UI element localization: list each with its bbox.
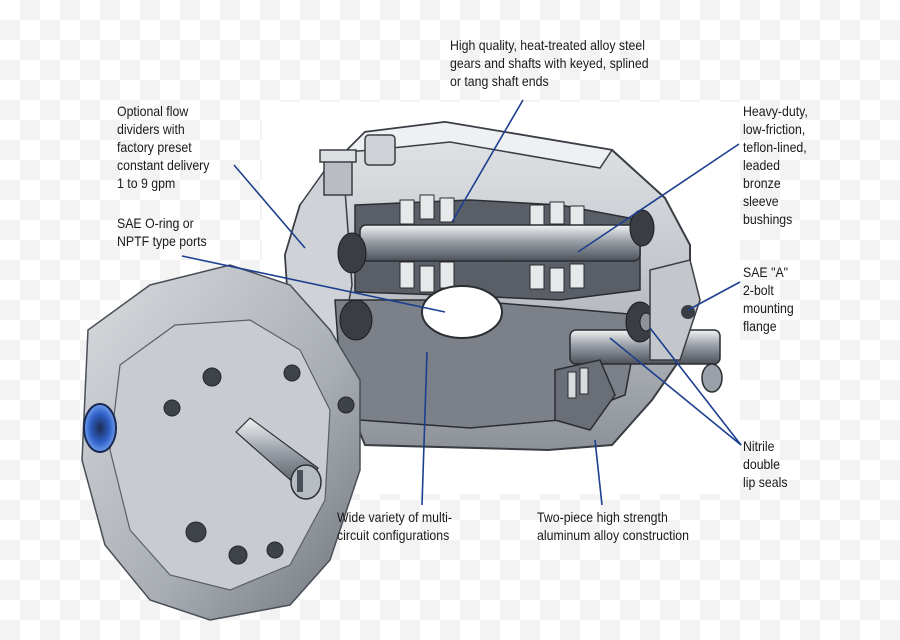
label-flow-dividers: Optional flow dividers with factory pres… (117, 103, 210, 191)
upper-shaft (359, 224, 641, 262)
leader-mounting-flange (687, 281, 741, 311)
label-bushings: Heavy-duty, low-friction, teflon-lined, … (743, 103, 808, 227)
label-gears-shafts: High quality, heat-treated alloy steel g… (450, 37, 649, 89)
leader-aluminum (594, 439, 603, 506)
label-sae-ports: SAE O-ring or NPTF type ports (117, 215, 207, 249)
assembled-pump (81, 264, 361, 621)
label-lip-seals: Nitrile double lip seals (743, 438, 788, 490)
leader-lip-seals-1 (649, 327, 742, 446)
leader-flow-dividers (233, 164, 306, 249)
leader-multi-circuit (421, 351, 428, 506)
mounting-flange (649, 259, 701, 361)
label-multi-circuit: Wide variety of multi- circuit configura… (337, 509, 453, 543)
leader-gears-shafts (451, 99, 524, 223)
cutaway-pump (283, 120, 723, 452)
pump-face (109, 319, 331, 591)
label-mounting-flange: SAE "A" 2-bolt mounting flange (743, 264, 794, 334)
leader-sae-ports (181, 255, 446, 313)
label-aluminum: Two-piece high strength aluminum alloy c… (537, 509, 690, 543)
leader-lines (181, 99, 742, 506)
leader-bushings (577, 143, 740, 253)
leader-lip-seals-2 (609, 337, 742, 446)
side-port (83, 403, 117, 453)
